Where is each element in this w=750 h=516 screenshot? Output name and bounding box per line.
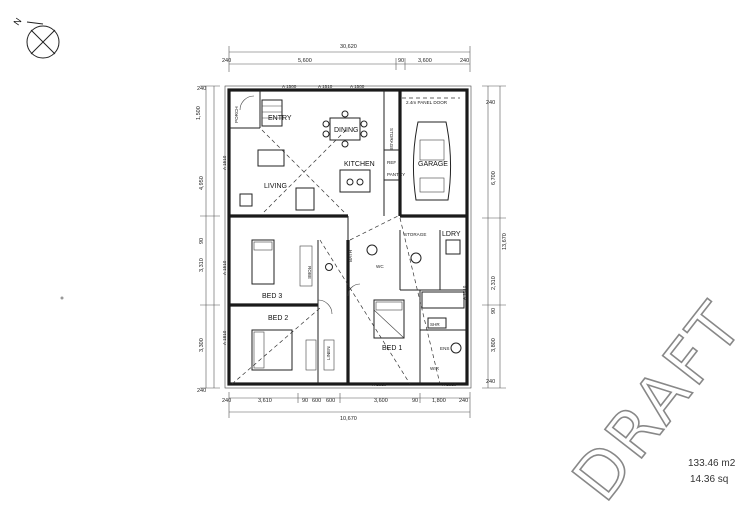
label-panel-door: 2.4m PANEL DOOR: [406, 100, 448, 105]
dim-top-total: 30,620: [340, 44, 357, 50]
dim-right-90: 90: [491, 308, 497, 314]
north-label: N: [12, 16, 24, 27]
bed3-bed-icon: [251, 239, 275, 285]
dim-top-edge-left: 240: [222, 58, 231, 64]
shower-icon: [427, 317, 447, 329]
kitchen-island-icon: [339, 169, 371, 193]
toilet-icon: [366, 244, 378, 256]
building-walls: [224, 85, 472, 389]
car-icon: [412, 121, 452, 201]
window-tag: A 1810: [372, 382, 387, 387]
dim-left-4: 3,300: [199, 338, 205, 352]
north-arrow-icon: [26, 21, 44, 25]
room-label-linen: LINEN: [326, 346, 331, 360]
armchair-icon: [295, 187, 315, 211]
dim-bottom-90b: 90: [412, 398, 418, 404]
room-label-bed1: BED 1: [382, 345, 402, 352]
speck: [60, 296, 64, 300]
dimension-lines: [200, 46, 506, 418]
window-tag: A 1810: [442, 382, 457, 387]
dim-top-left: 5,600: [298, 58, 312, 64]
bathtub-icon: [421, 291, 465, 309]
dim-bottom-edge-right: 240: [459, 398, 468, 404]
window-tag: A 1510: [318, 84, 333, 89]
room-label-ldry: LDRY: [442, 231, 461, 238]
room-label-bed2: BED 2: [268, 315, 288, 322]
dim-right-4: 3,800: [491, 338, 497, 352]
room-label-bath: BATH: [348, 250, 353, 262]
dim-left-3: 3,310: [199, 258, 205, 272]
room-label-robe: ROBE: [307, 266, 312, 279]
room-label-storage: STORAGE: [404, 232, 426, 237]
dim-left-2: 4,950: [199, 176, 205, 190]
dim-bottom-90a: 90: [302, 398, 308, 404]
dim-right-edge-top: 240: [486, 100, 495, 106]
room-label-ens: ENS: [440, 346, 449, 351]
robe-bed3: [299, 245, 313, 287]
dim-right-1: 6,700: [491, 171, 497, 185]
window-tag: A 1500: [282, 84, 297, 89]
dim-top-right: 3,600: [418, 58, 432, 64]
room-label-bed3: BED 3: [262, 293, 282, 300]
room-label-ref: REF: [387, 160, 396, 165]
linen-cupboard: [323, 339, 335, 371]
dim-bottom-1: 3,610: [258, 398, 272, 404]
dim-right-2: 13,670: [502, 233, 508, 250]
room-label-kitchen: KITCHEN: [344, 161, 375, 168]
basin-icon: [410, 252, 422, 264]
dim-bottom-total: 10,670: [340, 416, 357, 422]
room-label-entry: ENTRY: [268, 115, 292, 122]
robe-bed2: [305, 339, 317, 371]
dim-bottom-5: 1,800: [432, 398, 446, 404]
room-label-porch: PORCH: [234, 106, 239, 123]
sofa-icon: [257, 149, 285, 167]
window-tag: A 1810: [222, 330, 227, 345]
dim-top-mid: 90: [398, 58, 404, 64]
room-label-wir: WIR: [430, 366, 440, 371]
room-label-shr: SHR: [430, 322, 440, 327]
furniture: [239, 95, 465, 371]
stairs-icon: [261, 99, 283, 127]
area-sq: 14.36 sq: [690, 474, 728, 485]
dim-bottom-edge-left: 240: [222, 398, 231, 404]
dim-bottom-2: 600: [312, 398, 321, 404]
room-label-storage-garage: STORAGE: [389, 128, 394, 150]
bed1-bed-icon: [373, 299, 405, 339]
dimension-labels: 30,620 5,600 90 3,600 240 240 3,610 600 …: [196, 44, 508, 422]
room-label-wc: WC: [376, 264, 384, 269]
area-m2: 133.46 m2: [688, 458, 736, 469]
window-tag: A 1510: [222, 155, 227, 170]
room-labels: PORCH ENTRY DINING KITCHEN GARAGE LIVING…: [234, 100, 461, 371]
dim-left-1: 1,500: [196, 106, 202, 120]
downlight-icon: [325, 263, 333, 271]
laundry-tub-icon: [445, 239, 461, 255]
dashed-guides: [231, 129, 441, 385]
room-label-dining: DINING: [334, 127, 359, 134]
room-label-living: LIVING: [264, 183, 287, 190]
dim-bottom-4: 3,600: [374, 398, 388, 404]
dim-left-edge-top: 240: [197, 86, 206, 92]
room-label-garage: GARAGE: [418, 161, 448, 168]
dim-right-3: 2,310: [491, 276, 497, 290]
toilet-icon: [450, 342, 462, 354]
room-label-pantry: PANTRY: [387, 172, 405, 177]
compass: N: [12, 16, 60, 59]
dim-left-90: 90: [199, 238, 205, 244]
dining-table-icon: [329, 117, 361, 141]
dim-right-edge-bottom: 240: [486, 379, 495, 385]
dim-top-edge-right: 240: [460, 58, 469, 64]
compass-circle: [26, 25, 60, 59]
window-tag: A 1510: [222, 260, 227, 275]
dim-left-edge-bottom: 240: [197, 388, 206, 394]
window-tag: A 1500: [350, 84, 365, 89]
bed2-bed-icon: [251, 329, 293, 371]
dim-bottom-3: 600: [326, 398, 335, 404]
